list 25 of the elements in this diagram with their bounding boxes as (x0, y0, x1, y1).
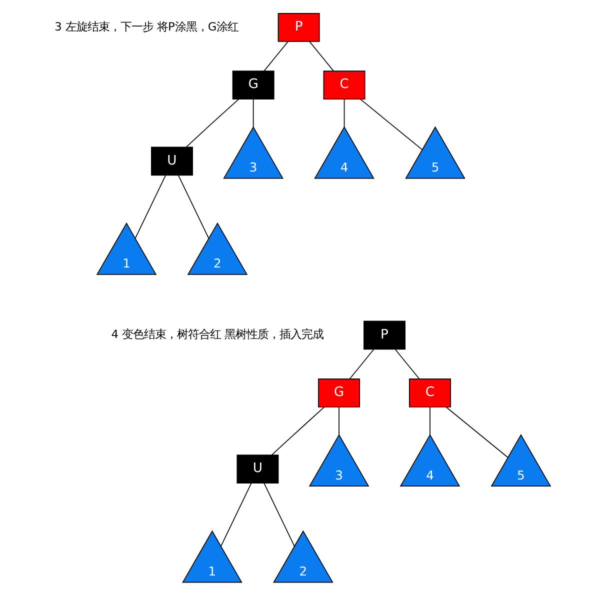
connector (338, 406, 340, 436)
label: 3 左旋结束，下一步 将P涂黑，G涂红 (54, 19, 239, 34)
connector (360, 98, 422, 150)
node-box: G (318, 378, 360, 408)
connector (220, 482, 252, 547)
connector (264, 482, 295, 547)
node-box: C (323, 70, 366, 100)
connector (349, 348, 374, 380)
connector (134, 174, 166, 239)
node-box: P (364, 320, 406, 350)
connector (309, 41, 334, 72)
label: 4 变色结束，树符合红 黑树性质，插入完成 (111, 327, 324, 342)
connector (344, 98, 345, 128)
connector (252, 98, 254, 128)
connector (446, 406, 508, 458)
connector (394, 348, 420, 380)
node-box: U (151, 146, 193, 176)
node-box: P (278, 12, 320, 42)
connector (186, 98, 239, 148)
connector (272, 406, 325, 456)
connector (264, 41, 288, 72)
connector (178, 174, 210, 239)
node-box: C (409, 378, 451, 408)
node-box: G (232, 70, 274, 100)
node-box: U (236, 454, 279, 484)
